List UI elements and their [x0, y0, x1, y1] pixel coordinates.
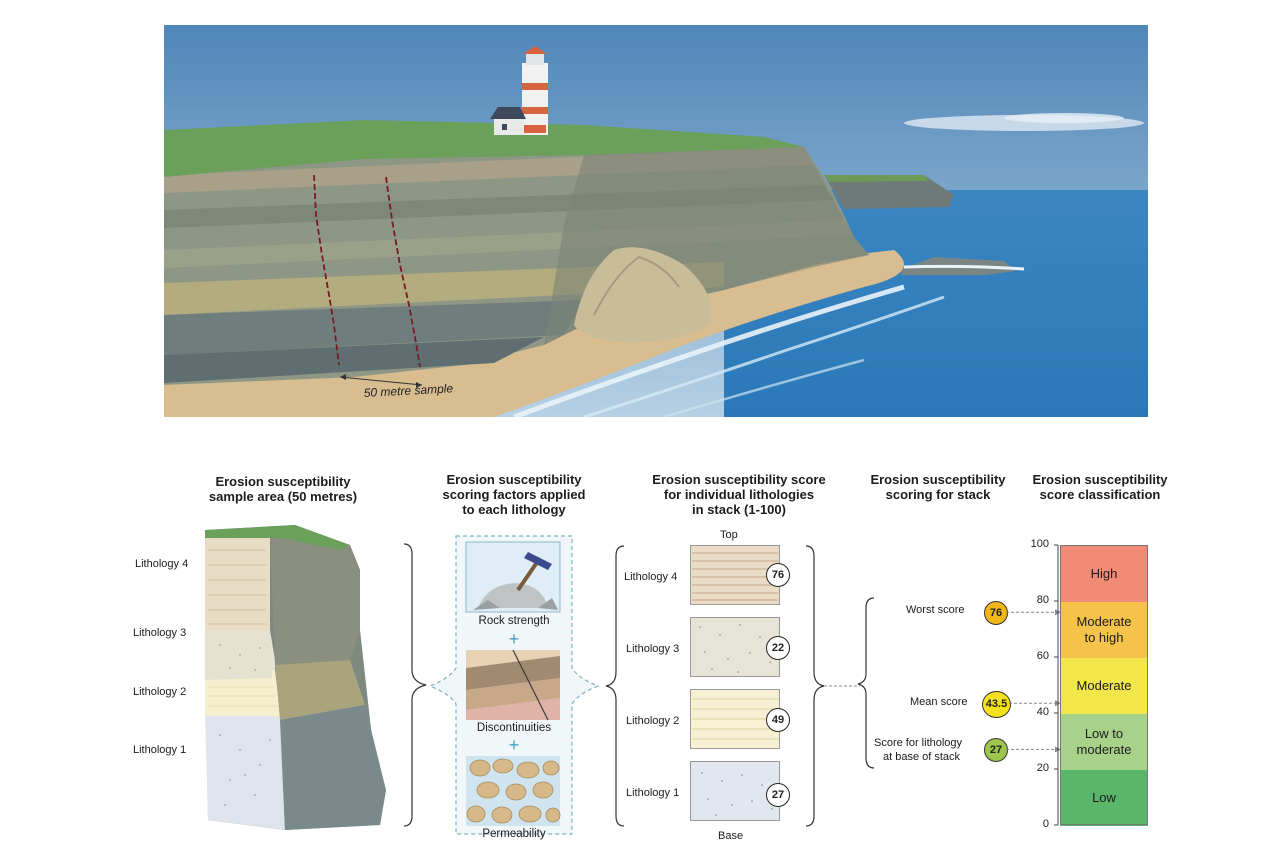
stack-brace-left	[605, 545, 625, 827]
stack-lithology-3-label: Lithology 3	[626, 643, 680, 655]
stack-base-label: Base	[718, 830, 744, 842]
stack-lithology-2-label: Lithology 2	[626, 715, 680, 727]
col3-title-line2: for individual lithologies	[663, 487, 815, 502]
col2-title-line2: scoring factors applied	[442, 487, 586, 502]
lithology-2-score: 49	[766, 708, 790, 732]
col3-title-line1: Erosion susceptibility score	[652, 472, 826, 487]
col1-title-line1: Erosion susceptibility	[215, 474, 351, 489]
class-tick-label-2: 40	[1036, 706, 1049, 718]
col5-title-line1: Erosion susceptibility	[1032, 472, 1168, 487]
stack-lithology-1-label: Lithology 1	[626, 787, 680, 799]
fault-line-right	[385, 176, 421, 368]
factors-panel	[428, 535, 600, 835]
stack-lithology-4-swatch	[690, 545, 780, 605]
stack-top-label: Top	[720, 529, 738, 541]
classification-axis	[1054, 544, 1059, 826]
sample-arrow	[339, 374, 423, 388]
col2-title-line3: to each lithology	[462, 502, 566, 517]
worst-score-badge: 76	[984, 601, 1008, 626]
class-band-4-label: High	[1090, 566, 1118, 581]
class-band-2-label: Moderate	[1076, 678, 1132, 693]
rockfall-mound	[574, 247, 712, 343]
sample-lithology-4-label: Lithology 4	[135, 558, 189, 570]
worst-score-label: Worst score	[906, 604, 965, 616]
class-tick-label-1: 20	[1036, 762, 1049, 774]
class-band-4: High	[1060, 545, 1148, 602]
sample-lithology-2-label: Lithology 2	[133, 686, 187, 698]
lithology-1-score: 27	[766, 783, 790, 807]
distant-headland	[824, 175, 954, 209]
plus-icon-2: +	[508, 735, 520, 755]
col4-title-line2: scoring for stack	[885, 487, 991, 502]
sample-label: 50 metre sample	[363, 381, 453, 400]
brace-1	[403, 543, 427, 827]
stack-lithology-1-swatch	[690, 761, 780, 821]
stack-brace-right	[805, 545, 860, 827]
sample-area-cliff	[205, 525, 386, 830]
class-tick-label-4: 80	[1036, 594, 1049, 606]
base-score-label-line1: Score for lithology	[874, 737, 963, 749]
stack-lithology-4-label: Lithology 4	[624, 571, 678, 583]
base-score-label-line2: at base of stack	[883, 751, 961, 763]
col2-title-line1: Erosion susceptibility	[446, 472, 582, 487]
col5-title-line2: score classification	[1039, 487, 1161, 502]
lithology-4-score: 76	[766, 563, 790, 587]
fault-line-left	[313, 174, 340, 366]
sample-lithology-1-label: Lithology 1	[133, 744, 187, 756]
col1-title-line2: sample area (50 metres)	[208, 489, 358, 504]
coastal-cliff-scene: 50 metre sample	[164, 25, 1148, 417]
class-band-0-label: Low	[1092, 790, 1116, 805]
cliff-top-grass	[164, 120, 804, 177]
class-tick-label-3: 60	[1036, 650, 1049, 662]
stack-lithology-2-swatch	[690, 689, 780, 749]
discontinuities-label: Discontinuities	[476, 722, 552, 734]
col3-title-line3: in stack (1-100)	[692, 502, 786, 517]
class-band-0: Low	[1060, 769, 1148, 826]
col2-title: Erosion susceptibility scoring factors a…	[424, 472, 604, 517]
class-tick-label-0: 0	[1042, 818, 1049, 830]
keeper-house	[490, 107, 526, 135]
mean-score-badge: 43.5	[982, 690, 1011, 718]
lithology-3-score: 22	[766, 636, 790, 660]
col3-title: Erosion susceptibility score for individ…	[639, 472, 839, 517]
col4-title: Erosion susceptibility scoring for stack	[848, 472, 1028, 502]
base-score-badge: 27	[984, 738, 1008, 763]
sample-lithology-3-label: Lithology 3	[133, 627, 187, 639]
class-tick-label-5: 100	[1030, 538, 1049, 550]
class-band-2: Moderate	[1060, 657, 1148, 714]
rock-strength-label: Rock strength	[478, 615, 550, 627]
plus-icon-1: +	[508, 629, 520, 649]
col4-title-line1: Erosion susceptibility	[870, 472, 1006, 487]
lighthouse	[522, 46, 548, 135]
permeability-label: Permeability	[482, 828, 546, 840]
stack-lithology-3-swatch	[690, 617, 780, 677]
mean-score-label: Mean score	[910, 696, 968, 708]
col5-title: Erosion susceptibility score classificat…	[1010, 472, 1190, 502]
col1-title: Erosion susceptibility sample area (50 m…	[193, 474, 373, 504]
stack-scoring-brace	[857, 597, 875, 769]
